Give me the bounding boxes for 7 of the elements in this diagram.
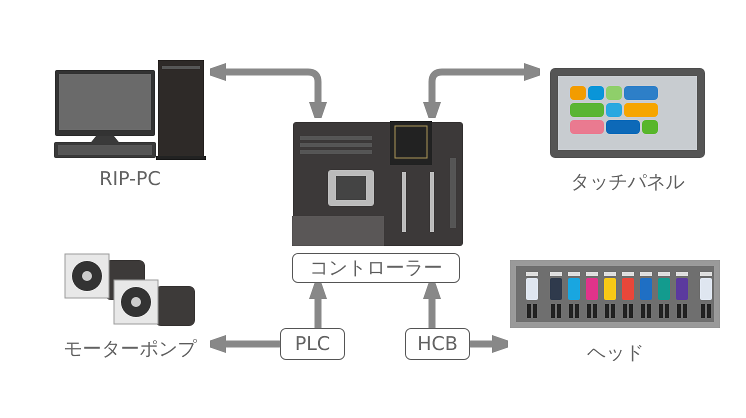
device-label: ヘッド (587, 341, 644, 366)
label-box: PLC (280, 328, 345, 360)
label-box: コントローラー (292, 253, 460, 283)
device-label: RIP-PC (99, 168, 161, 190)
device-label: モーターポンプ (64, 337, 196, 362)
device-label: タッチパネル (570, 170, 684, 195)
label-box: HCB (405, 328, 470, 360)
